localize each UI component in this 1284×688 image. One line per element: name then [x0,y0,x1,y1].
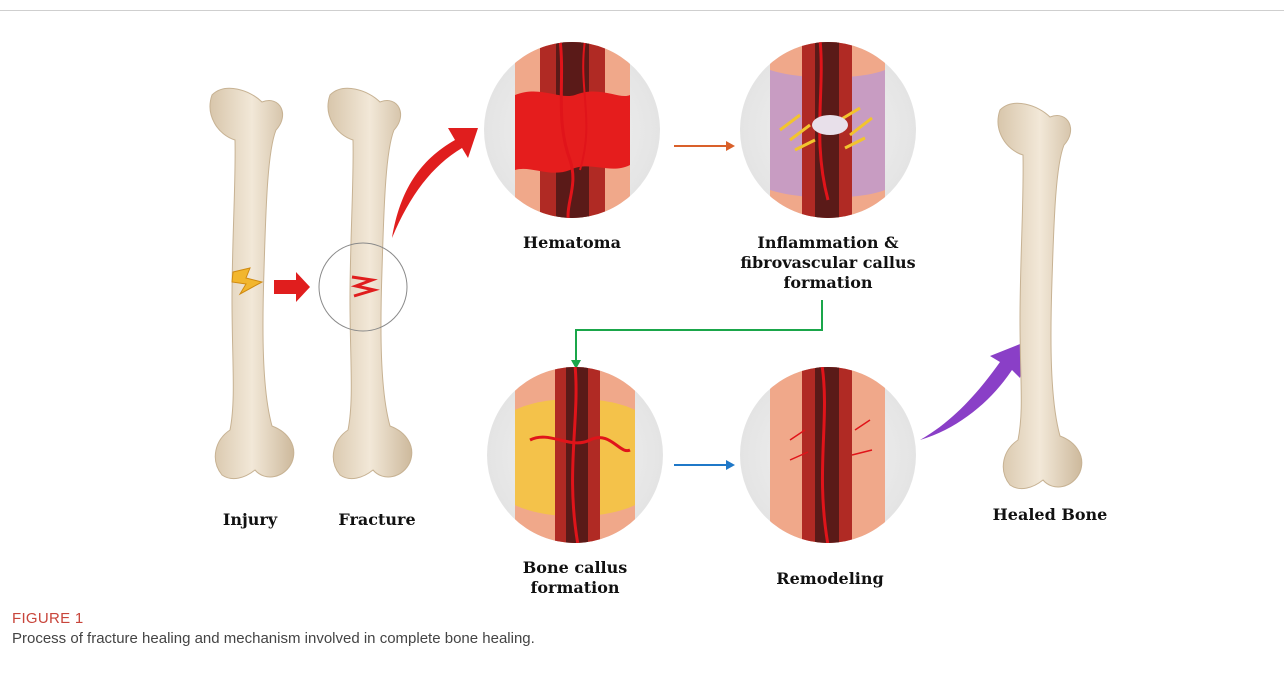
figure-caption-title: FIGURE 1 [12,610,84,627]
label-bone-callus: Bone callus formation [520,558,630,598]
bone-callus-illustration [487,365,663,555]
label-hematoma: Hematoma [512,233,632,253]
remodeling-illustration [740,365,916,555]
arrow-callus-to-remodeling [674,460,735,470]
label-remodeling: Remodeling [770,569,890,589]
fracture-bone [328,88,412,478]
label-inflammation-line2: fibrovascular callus [738,253,918,273]
label-injury: Injury [210,510,290,530]
figure-caption-text: Process of fracture healing and mechanis… [12,630,535,647]
label-inflammation-line3: formation [738,273,918,293]
arrow-injury-to-fracture [274,272,310,302]
healed-bone [998,103,1082,488]
label-bone-callus-line1: Bone callus [520,558,630,578]
label-inflammation: Inflammation & fibrovascular callus form… [738,233,918,293]
label-inflammation-line1: Inflammation & [738,233,918,253]
label-fracture: Fracture [332,510,422,530]
arrow-fracture-to-hematoma [392,128,478,238]
hematoma-illustration [484,40,660,230]
label-healed-bone: Healed Bone [985,505,1115,525]
arrow-remodeling-to-healed [920,340,1030,440]
inflammation-illustration [740,40,916,230]
arrow-inflammation-to-callus [571,300,822,369]
arrow-hematoma-to-inflammation [674,141,735,151]
label-bone-callus-line2: formation [520,578,630,598]
